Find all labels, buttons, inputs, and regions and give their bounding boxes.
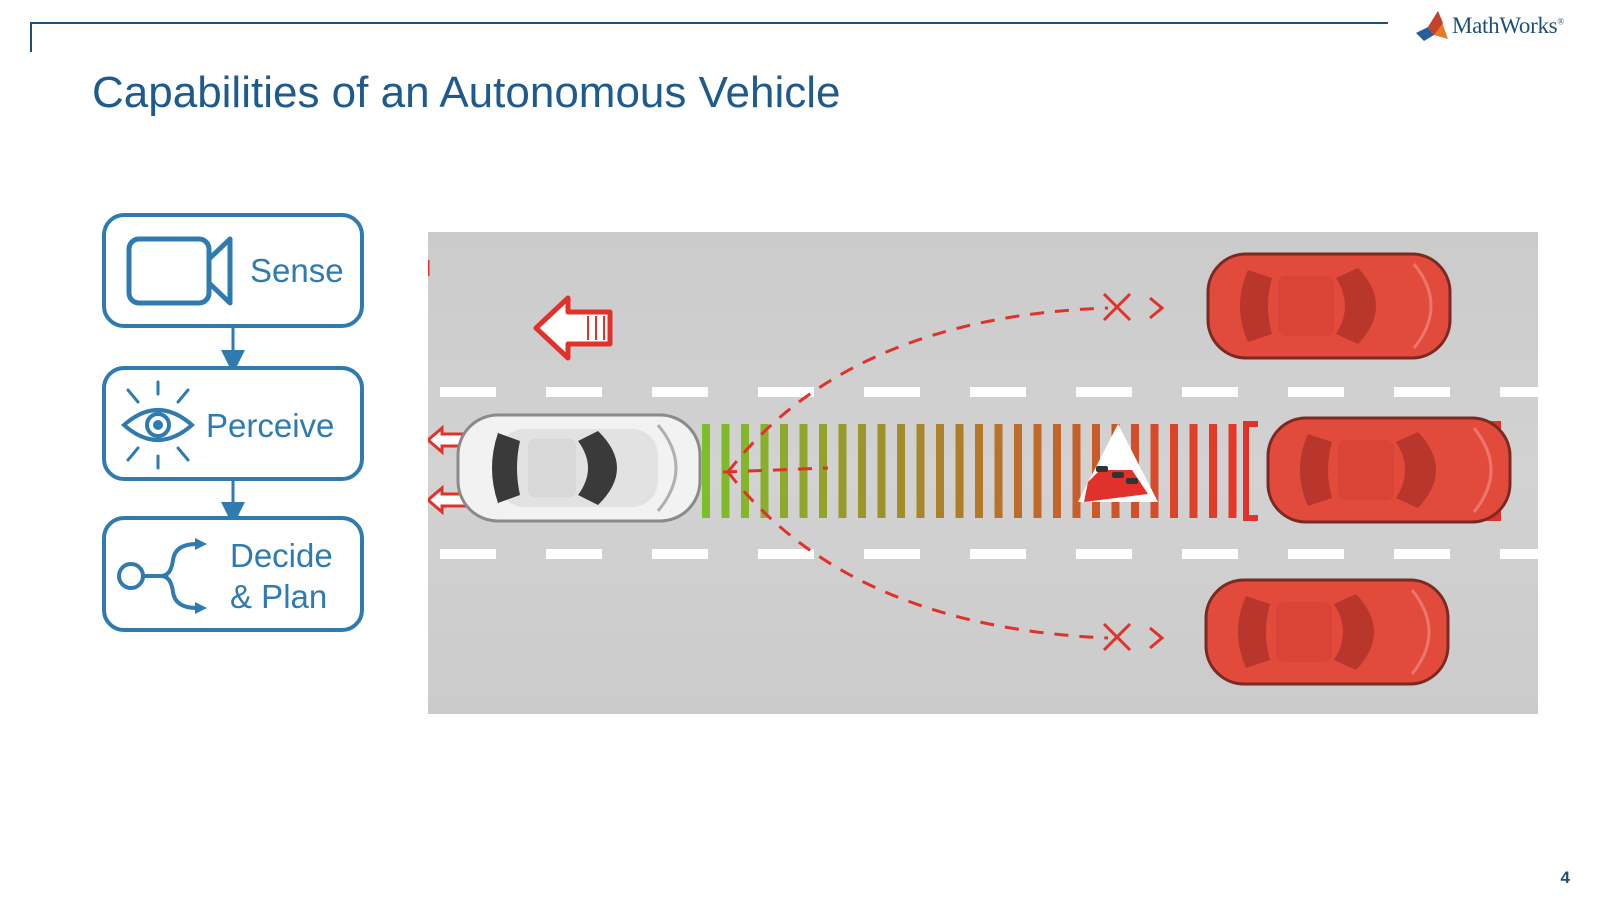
eye-icon bbox=[120, 380, 196, 470]
path-center bbox=[722, 466, 829, 474]
stage-decide-plan-label: Decide & Plan bbox=[230, 537, 333, 615]
header-rule bbox=[30, 22, 1388, 24]
lane-dash bbox=[440, 387, 496, 397]
lane-dash bbox=[1288, 549, 1344, 559]
slide-title: Capabilities of an Autonomous Vehicle bbox=[92, 68, 841, 117]
vehicle-lead bbox=[1266, 416, 1512, 524]
vehicle-lower-lane bbox=[1204, 578, 1450, 686]
distance-bar bbox=[1053, 424, 1061, 518]
page-number: 4 bbox=[1560, 868, 1570, 887]
pipeline-connectors bbox=[221, 326, 245, 526]
distance-bar bbox=[741, 424, 749, 518]
distance-bar bbox=[819, 424, 827, 518]
planned-paths bbox=[722, 306, 1109, 640]
warning-triangle-icon bbox=[1078, 424, 1158, 502]
distance-bar bbox=[994, 424, 1003, 518]
distance-bar bbox=[838, 424, 847, 518]
direction-arrow-icon bbox=[533, 295, 613, 361]
surrounding-vehicles bbox=[1204, 252, 1512, 686]
stage-sense-label: Sense bbox=[250, 252, 344, 289]
lane-dash bbox=[1076, 549, 1132, 559]
distance-bar bbox=[936, 424, 944, 518]
distance-bar bbox=[1228, 424, 1237, 518]
lane-dash bbox=[1394, 387, 1450, 397]
distance-bar bbox=[799, 424, 808, 518]
lane-dash bbox=[1288, 387, 1344, 397]
stage-perceive-label: Perceive bbox=[206, 407, 335, 444]
header-rule-tick bbox=[30, 22, 32, 52]
blocked-path-markers bbox=[1102, 292, 1165, 652]
scene-canvas bbox=[425, 232, 1556, 714]
distance-bar bbox=[1014, 424, 1022, 518]
lane-dash bbox=[758, 549, 814, 559]
lane-dash bbox=[440, 549, 496, 559]
distance-bar bbox=[877, 424, 886, 518]
branch-decision-icon bbox=[117, 538, 207, 614]
lane-dash bbox=[1500, 549, 1556, 559]
distance-bar bbox=[1170, 424, 1178, 518]
lane-dash bbox=[864, 387, 920, 397]
lane-dash bbox=[1076, 387, 1132, 397]
distance-gradient-bars bbox=[702, 424, 1237, 518]
distance-bar bbox=[897, 424, 905, 518]
mathworks-logo: MathWorks® bbox=[1414, 8, 1564, 44]
logo-wordmark: MathWorks® bbox=[1452, 13, 1564, 38]
path-upper bbox=[726, 306, 1109, 473]
distance-bar bbox=[1189, 424, 1198, 518]
lane-dash bbox=[1182, 387, 1238, 397]
membrane-logo-icon bbox=[1416, 11, 1448, 41]
lane-dash bbox=[652, 549, 708, 559]
lane-dash bbox=[758, 387, 814, 397]
distance-bar bbox=[1033, 424, 1042, 518]
lane-dash bbox=[546, 387, 602, 397]
distance-bar bbox=[702, 424, 710, 518]
lane-dash bbox=[864, 549, 920, 559]
autonomous-scene bbox=[425, 232, 1556, 714]
lane-dash bbox=[1182, 549, 1238, 559]
path-lower bbox=[726, 471, 1109, 640]
stage-sense-box bbox=[102, 213, 364, 328]
distance-bar bbox=[955, 424, 964, 518]
lane-dash bbox=[970, 387, 1026, 397]
lane-dash bbox=[1394, 549, 1450, 559]
distance-bar bbox=[916, 424, 925, 518]
distance-bar bbox=[1150, 424, 1159, 518]
distance-bar bbox=[975, 424, 983, 518]
vehicle-upper-lane bbox=[1206, 252, 1452, 360]
ego-vehicle bbox=[456, 413, 702, 523]
distance-bar bbox=[858, 424, 866, 518]
lane-dash bbox=[970, 549, 1026, 559]
lane-dash bbox=[652, 387, 708, 397]
lane-markings bbox=[440, 387, 1556, 559]
video-camera-icon bbox=[126, 236, 233, 306]
distance-bar bbox=[1072, 424, 1081, 518]
lane-dash bbox=[1500, 387, 1556, 397]
lane-dash bbox=[546, 549, 602, 559]
distance-bar bbox=[1209, 424, 1217, 518]
distance-bar bbox=[760, 424, 769, 518]
